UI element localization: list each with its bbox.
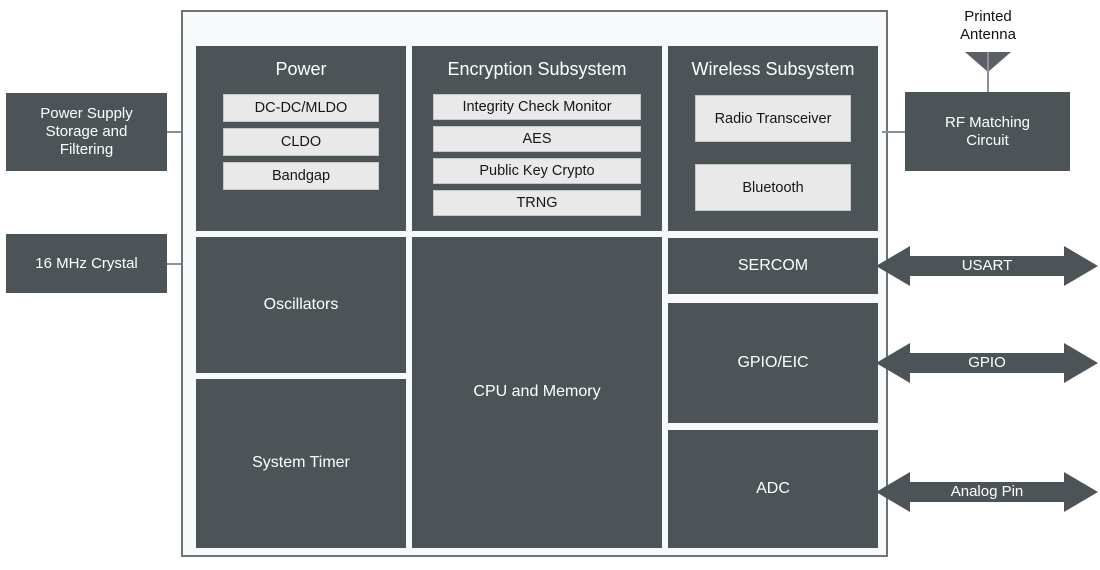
group-power: Power DC-DC/MLDO CLDO Bandgap <box>196 46 406 231</box>
arrow-analog-pin-icon <box>876 472 1098 512</box>
arrow-analog-pin: Analog Pin <box>876 467 1098 517</box>
power-supply-line-3: Filtering <box>59 140 114 158</box>
group-wireless-items: Radio Transceiver Bluetooth <box>668 95 878 211</box>
rf-matching-line-1: RF Matching <box>944 113 1031 131</box>
external-block-power-supply: Power Supply Storage and Filtering <box>6 93 167 171</box>
block-public-key-crypto: Public Key Crypto <box>433 158 641 184</box>
arrow-gpio: GPIO <box>876 338 1098 388</box>
block-oscillators: Oscillators <box>196 237 406 373</box>
wire-antenna-mast <box>987 52 989 92</box>
power-supply-line-1: Power Supply <box>40 105 133 123</box>
group-wireless-title: Wireless Subsystem <box>691 59 855 79</box>
block-dc-dc-mldo: DC-DC/MLDO <box>223 94 379 122</box>
group-encryption: Encryption Subsystem Integrity Check Mon… <box>412 46 662 231</box>
block-gpio-eic: GPIO/EIC <box>668 303 878 423</box>
arrow-usart: USART <box>876 241 1098 291</box>
printed-antenna-label: Printed Antenna <box>928 8 1048 44</box>
block-bandgap: Bandgap <box>223 162 379 190</box>
block-sercom: SERCOM <box>668 238 878 294</box>
block-bluetooth: Bluetooth <box>695 164 851 211</box>
group-wireless: Wireless Subsystem Radio Transceiver Blu… <box>668 46 878 231</box>
block-cpu-and-memory: CPU and Memory <box>412 237 662 548</box>
wire-radio-to-rf-matching <box>882 131 905 133</box>
gpio-eic-label: GPIO/EIC <box>737 353 809 371</box>
group-encryption-items: Integrity Check Monitor AES Public Key C… <box>412 94 662 216</box>
cpu-memory-label: CPU and Memory <box>473 383 601 401</box>
group-encryption-title: Encryption Subsystem <box>447 59 627 79</box>
external-block-rf-matching-circuit: RF Matching Circuit <box>905 92 1070 171</box>
crystal-label: 16 MHz Crystal <box>35 254 138 272</box>
group-power-items: DC-DC/MLDO CLDO Bandgap <box>196 94 406 190</box>
group-power-title: Power <box>275 59 327 79</box>
block-trng: TRNG <box>433 190 641 216</box>
block-system-timer: System Timer <box>196 379 406 548</box>
arrow-usart-icon <box>876 246 1098 286</box>
system-timer-label: System Timer <box>252 454 350 472</box>
block-integrity-check-monitor: Integrity Check Monitor <box>433 94 641 120</box>
oscillators-label: Oscillators <box>263 295 339 313</box>
sercom-label: SERCOM <box>737 256 809 274</box>
arrow-gpio-icon <box>876 343 1098 383</box>
adc-label: ADC <box>756 479 790 497</box>
wire-power-supply <box>167 131 187 133</box>
external-block-crystal: 16 MHz Crystal <box>6 234 167 293</box>
antenna-line-2: Antenna <box>960 26 1016 43</box>
wire-crystal <box>167 263 187 265</box>
block-adc: ADC <box>668 430 878 548</box>
block-cldo: CLDO <box>223 128 379 156</box>
block-radio-transceiver: Radio Transceiver <box>695 95 851 142</box>
power-supply-line-2: Storage and <box>45 123 128 141</box>
rf-matching-line-2: Circuit <box>966 131 1009 149</box>
block-aes: AES <box>433 126 641 152</box>
antenna-line-1: Printed <box>964 8 1012 25</box>
